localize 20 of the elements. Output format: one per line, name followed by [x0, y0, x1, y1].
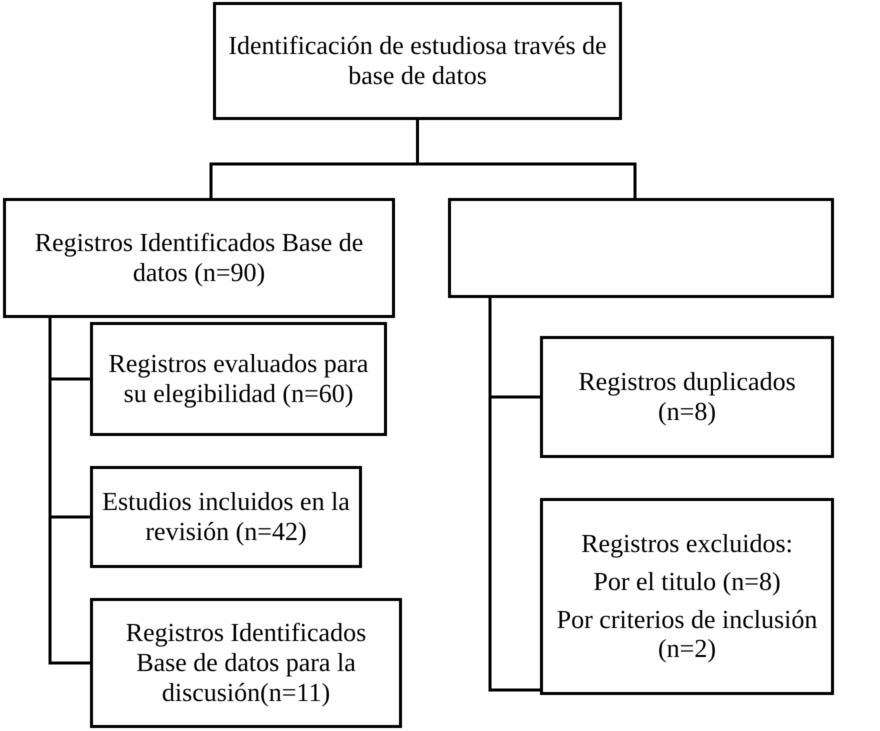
process-box	[540, 498, 834, 695]
process-box	[90, 466, 362, 568]
box-text: Estudios incluidos en la revisión (n=42)	[101, 487, 351, 547]
process-box	[540, 336, 834, 458]
connector-line	[48, 318, 90, 664]
process-box	[90, 598, 402, 728]
connector-line	[488, 298, 540, 692]
connector-line	[416, 120, 636, 198]
process-box	[90, 322, 387, 436]
box-text: Registros Identificados Base de datos (n=90)	[34, 228, 364, 288]
box-text: Registros excluidos:	[581, 528, 793, 559]
box-text: Identificación de estudiosa través de base de datos	[227, 31, 608, 91]
box-text: Registros duplicados (n=8)	[577, 367, 797, 427]
process-box	[3, 198, 395, 318]
process-box	[448, 198, 834, 298]
box-text: Registros evaluados para su elegibilidad (n=60)	[108, 349, 370, 409]
box-text: Por criterios de inclusión (n=2)	[556, 604, 818, 664]
box-text: Por el titulo (n=8)	[593, 566, 781, 596]
process-box	[213, 2, 622, 120]
box-text: Registros Identificados Base de datos para la discusión(n=11)	[124, 618, 368, 708]
